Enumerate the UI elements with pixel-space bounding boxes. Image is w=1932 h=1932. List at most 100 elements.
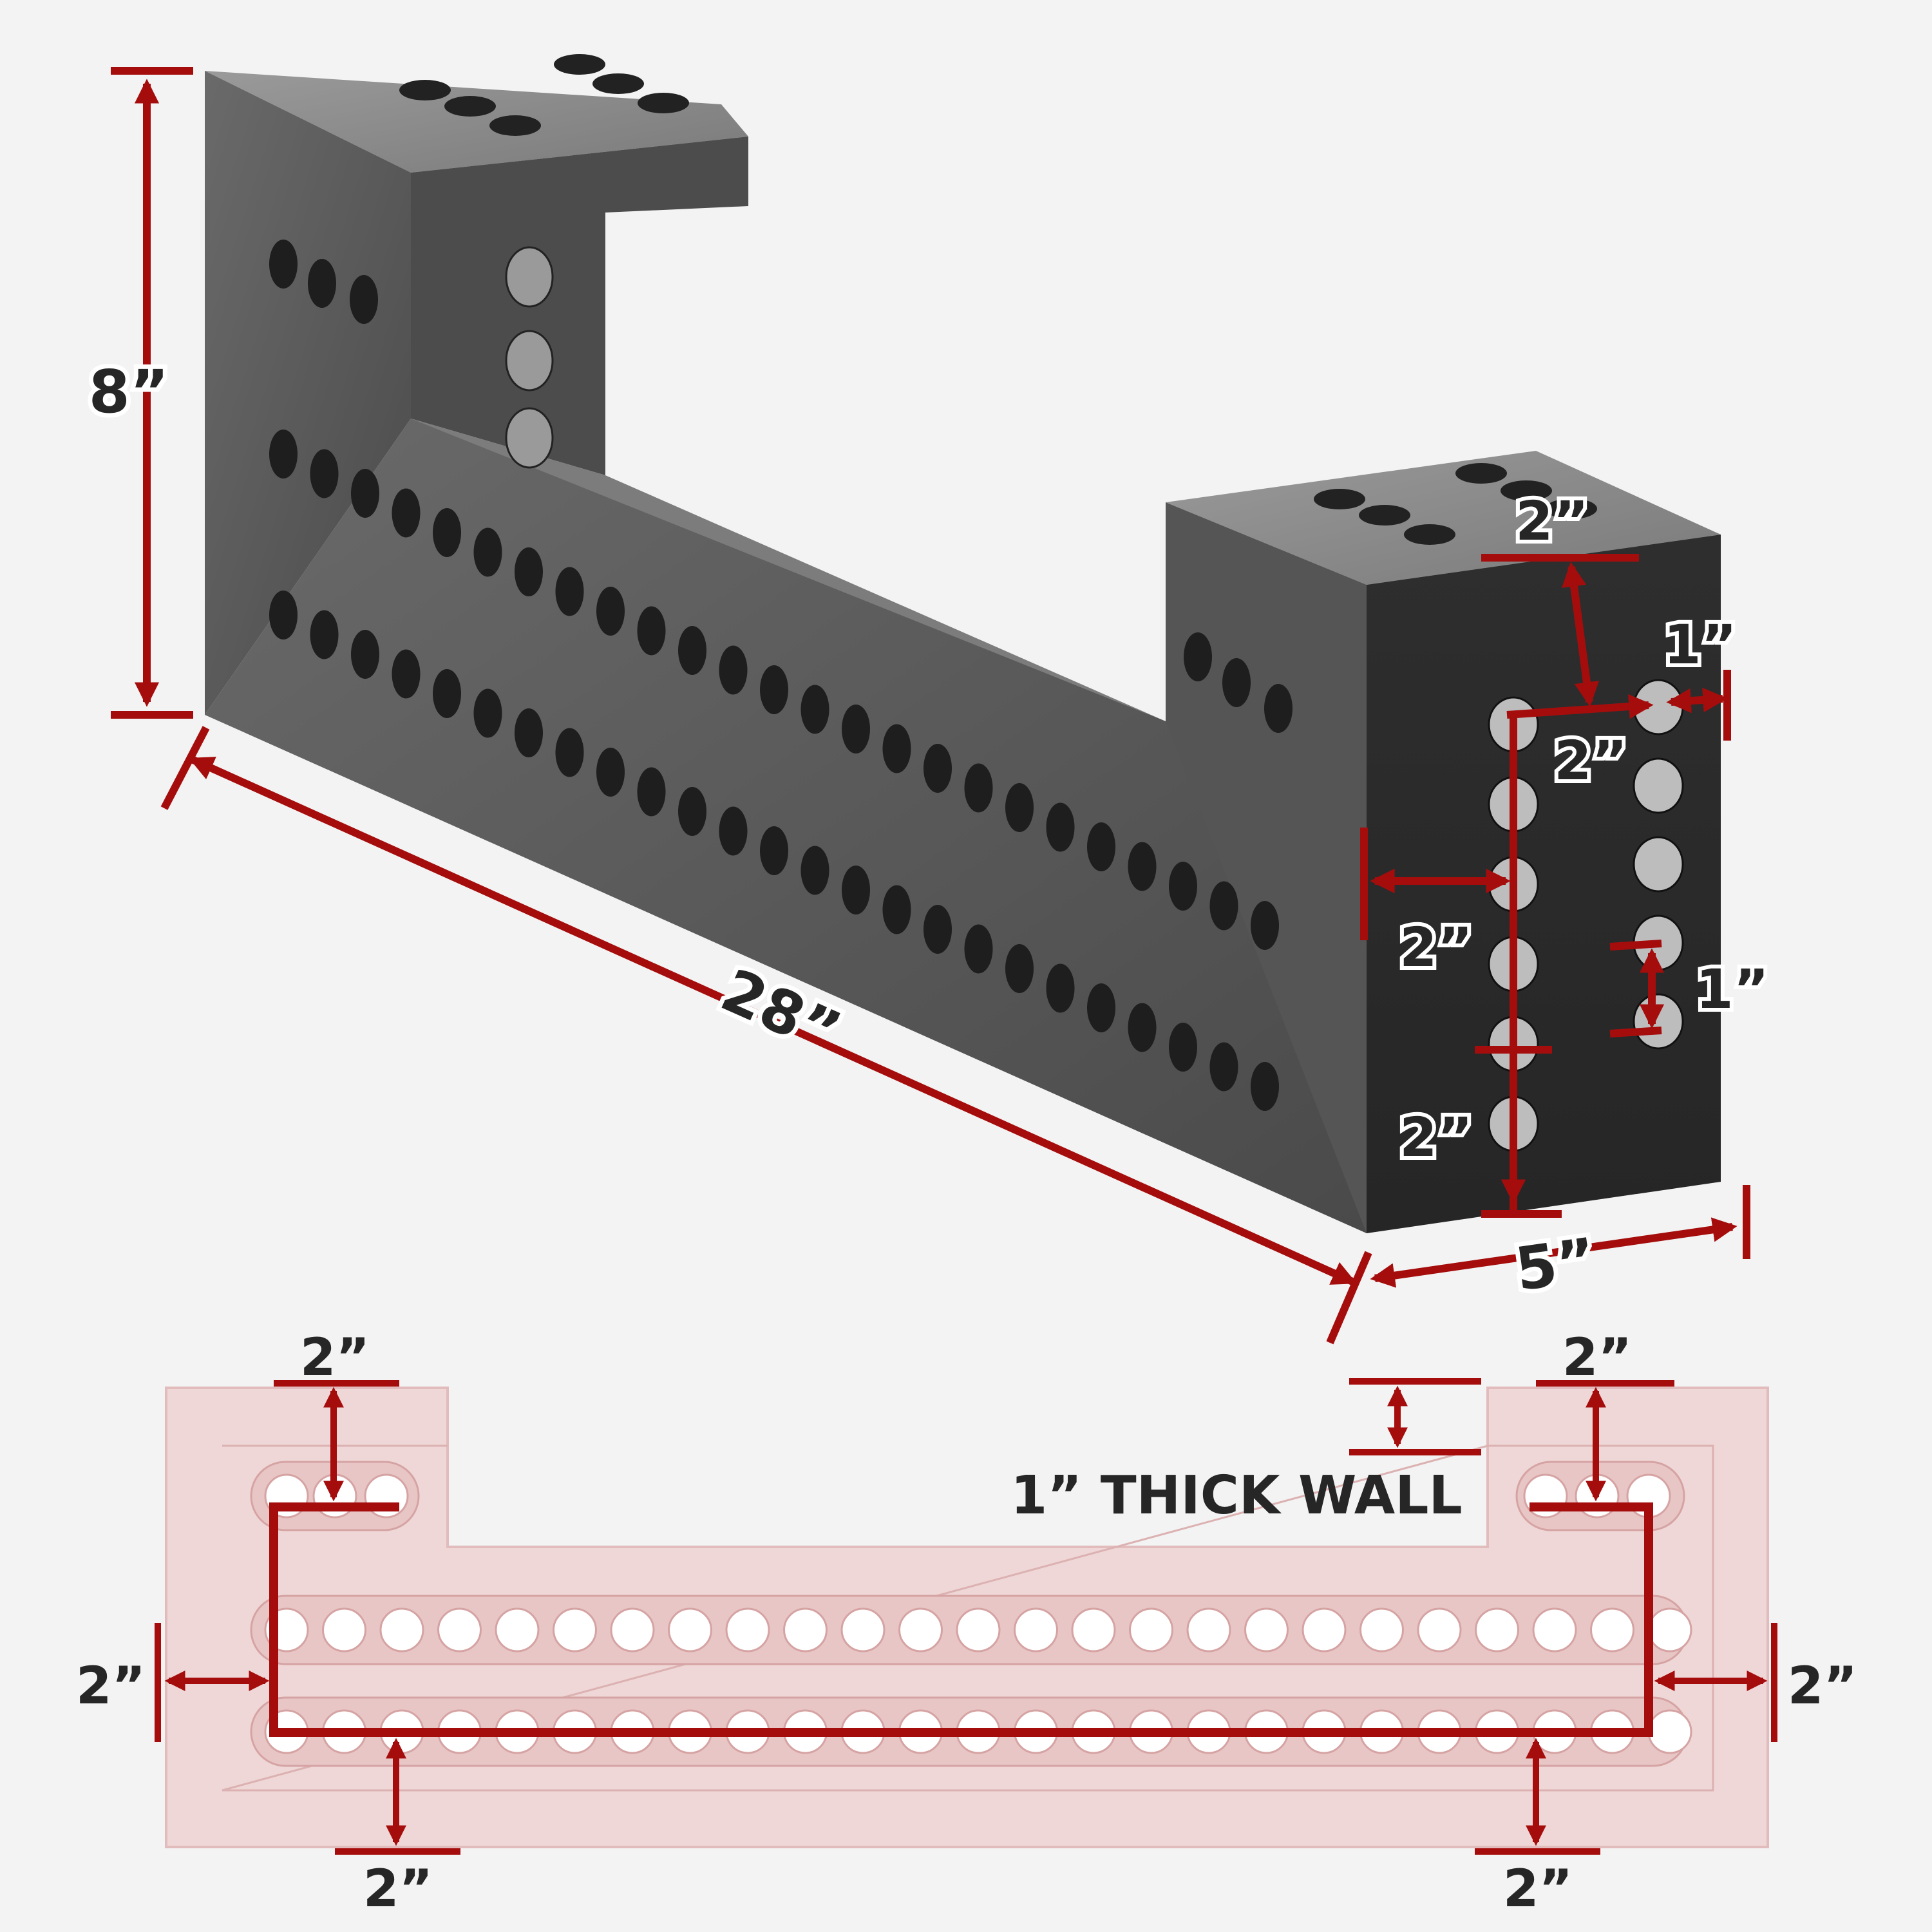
mount-hole [505, 407, 554, 469]
plan-hole [1532, 1607, 1577, 1653]
mount-hole [596, 748, 625, 797]
mount-hole [1222, 658, 1251, 707]
mount-hole [1633, 836, 1684, 893]
plan-hole [1129, 1607, 1173, 1653]
end-inner-label: 2” [1554, 729, 1627, 792]
dimension-lines-3d [111, 67, 1750, 1345]
dimension-lines-plan [155, 1378, 1777, 1855]
plan-top-right-label: 2” [1562, 1327, 1632, 1387]
mount-hole [1169, 1023, 1197, 1072]
mount-hole [1314, 489, 1365, 509]
mount-hole [505, 330, 554, 392]
mount-hole [1046, 802, 1075, 852]
plan-holes [264, 1473, 1692, 1754]
plan-hole [898, 1607, 943, 1653]
mount-hole [515, 708, 543, 757]
plan-hole [783, 1607, 828, 1653]
mount-hole [1404, 524, 1455, 545]
mount-hole [433, 508, 461, 557]
mount-hole [592, 73, 644, 94]
plan-hole [1475, 1607, 1519, 1653]
end-pitch-label: 1” [1696, 958, 1769, 1021]
plan-hole [1071, 1607, 1116, 1653]
plan-right-label: 2” [1788, 1656, 1857, 1716]
plan-hole [437, 1607, 482, 1653]
plan-hole [1186, 1607, 1231, 1653]
mount-hole [473, 688, 502, 738]
mount-hole [350, 275, 378, 324]
mount-hole [308, 259, 336, 308]
plan-hole [379, 1607, 424, 1653]
mount-hole [1264, 684, 1293, 733]
mount-hole [842, 866, 870, 914]
width-label: 5” [1511, 1225, 1600, 1304]
plan-hole [1014, 1607, 1058, 1653]
mount-hole [760, 826, 788, 875]
left-tower-front [205, 71, 411, 715]
mount-hole [964, 763, 993, 813]
mount-hole [269, 591, 298, 639]
mount-hole [1128, 842, 1157, 891]
mount-hole [1633, 993, 1684, 1050]
mount-hole [1501, 480, 1552, 501]
plan-hole [1590, 1607, 1634, 1653]
mount-hole [1128, 1003, 1157, 1052]
mount-hole [555, 567, 584, 616]
plan-hole [1244, 1607, 1289, 1653]
plan-hole [1417, 1607, 1462, 1653]
plan-bottom-right-label: 2” [1503, 1859, 1573, 1918]
mount-hole [351, 630, 379, 679]
end-right-label: 1” [1663, 613, 1737, 676]
mount-hole [1359, 505, 1410, 526]
mount-hole [1087, 822, 1115, 871]
mount-hole [351, 469, 379, 518]
mount-hole [678, 626, 706, 675]
plan-hole [840, 1607, 886, 1653]
plan-left-label: 2” [76, 1656, 146, 1716]
mount-hole [923, 905, 952, 954]
mount-hole [310, 610, 339, 659]
mount-hole [392, 649, 421, 699]
mount-hole [1546, 498, 1597, 519]
mount-hole [554, 54, 605, 75]
mount-hole [310, 449, 339, 498]
plan-hole [610, 1607, 655, 1653]
plan-hole [322, 1607, 366, 1653]
mount-hole [678, 787, 706, 836]
mount-hole [719, 806, 748, 856]
plan-hole [956, 1607, 1001, 1653]
mount-hole [515, 547, 543, 596]
mount-hole [1046, 963, 1075, 1013]
height-label: 8” [89, 357, 169, 426]
left-tower-top [205, 71, 748, 173]
mount-hole [596, 587, 625, 636]
mount-hole [1184, 632, 1212, 681]
mount-hole [555, 728, 584, 777]
mount-hole [1251, 1062, 1279, 1111]
mount-hole [637, 767, 666, 817]
end-left-label: 2” [1399, 916, 1473, 979]
plan-hole [1647, 1709, 1692, 1754]
plan-hole [553, 1607, 597, 1653]
plan-hole [668, 1607, 712, 1653]
mount-hole [1633, 757, 1684, 814]
mount-hole [1209, 881, 1238, 931]
plan-wall-path [269, 1502, 1653, 1737]
mount-hole [882, 885, 911, 934]
mount-hole [638, 93, 689, 113]
plan-hole [1302, 1607, 1347, 1653]
right-tower-top [1166, 451, 1721, 585]
mount-hole [489, 115, 541, 136]
mount-hole [1251, 901, 1279, 950]
mount-hole [800, 846, 829, 895]
mount-hole [444, 96, 496, 117]
mount-hole [882, 724, 911, 773]
mount-hole [719, 645, 748, 695]
mount-hole [399, 80, 451, 100]
mount-hole [964, 924, 993, 974]
plan-hole [1359, 1607, 1404, 1653]
mount-hole [505, 246, 554, 308]
mount-hole [473, 527, 502, 577]
mount-hole [1209, 1042, 1238, 1092]
mount-hole [1005, 783, 1034, 832]
